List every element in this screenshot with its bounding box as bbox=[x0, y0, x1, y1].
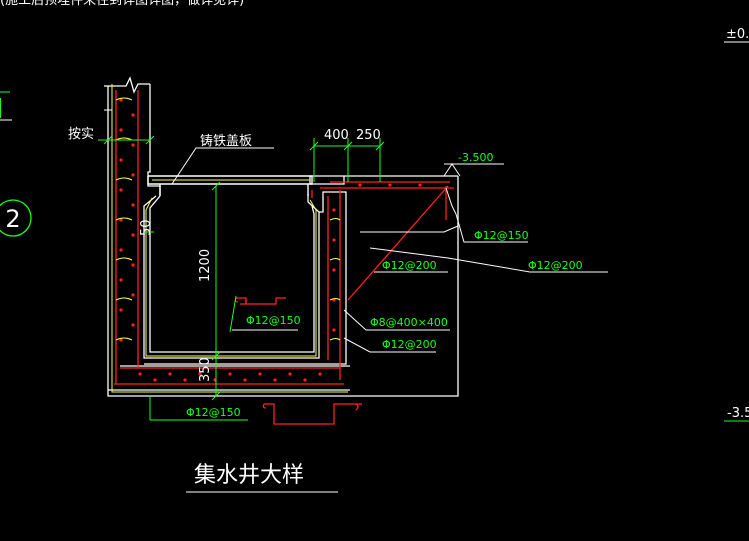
dim-400: 400 bbox=[324, 128, 349, 143]
dim-50: 50 bbox=[139, 219, 154, 236]
level-mark-top-right: ±0. bbox=[726, 27, 749, 42]
label-cover-plate: 铸铁盖板 bbox=[200, 133, 252, 149]
dimension-lines bbox=[98, 135, 385, 421]
rebar-wall-c: Φ12@200 bbox=[382, 338, 437, 351]
label-compact: 按实 bbox=[68, 127, 94, 142]
drawing-title: 集水井大样 bbox=[194, 463, 304, 488]
section-circle-number: 2 bbox=[5, 205, 20, 233]
level-symbol-slab bbox=[443, 163, 504, 177]
waterproof-lining bbox=[111, 84, 348, 393]
label-level-slab: -3.500 bbox=[458, 151, 493, 164]
dim-1200: 1200 bbox=[198, 249, 213, 282]
dim-250: 250 bbox=[356, 128, 381, 143]
rebar-ties: Φ8@400×400 bbox=[370, 316, 448, 329]
rebar-wall-b: Φ12@200 bbox=[528, 259, 583, 272]
rebar-pit-top: Φ12@150 bbox=[246, 314, 301, 327]
dim-350: 350 bbox=[198, 357, 213, 382]
top-note: (施工后预埋件来往到详图详图，做详见详) bbox=[0, 0, 244, 8]
rebar-pit-bottom: Φ12@150 bbox=[186, 406, 241, 419]
rebar-main bbox=[114, 90, 454, 385]
rebar-top-slab: Φ12@150 bbox=[474, 229, 529, 242]
level-mark-right: -3.5 bbox=[727, 406, 749, 421]
cover-plate bbox=[147, 175, 313, 196]
section-circle-marker bbox=[0, 199, 32, 237]
rebar-wall-a: Φ12@200 bbox=[382, 259, 437, 272]
leader-lines bbox=[104, 109, 608, 493]
rebar-ties bbox=[115, 97, 341, 341]
